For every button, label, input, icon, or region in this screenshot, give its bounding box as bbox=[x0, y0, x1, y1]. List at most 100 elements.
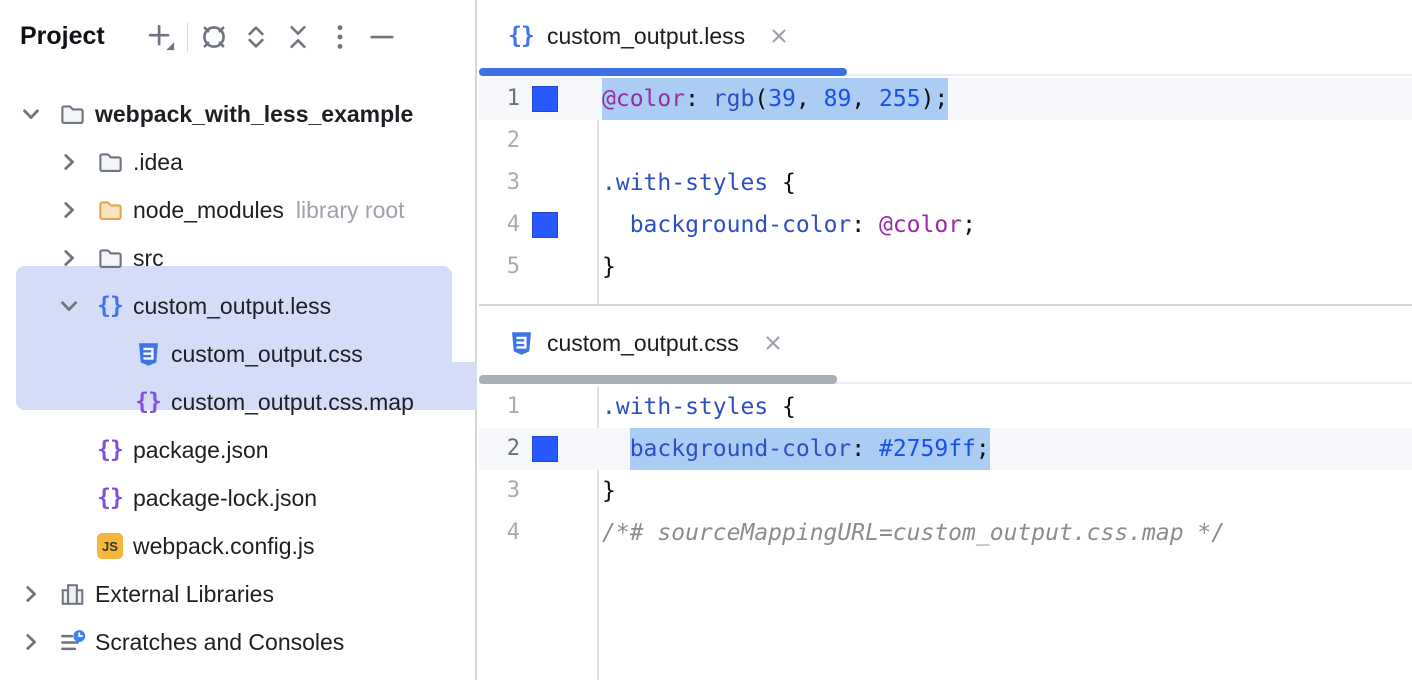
color-swatch[interactable] bbox=[532, 86, 558, 112]
code-line-5[interactable]: 5} bbox=[479, 246, 1412, 288]
chevron-down-icon[interactable] bbox=[56, 292, 96, 320]
plus-button[interactable] bbox=[140, 21, 182, 53]
editor-custom-output-less[interactable]: 1 @color: rgb(39, 89, 255); 2 3 .with-styles… bbox=[479, 78, 1412, 304]
color-swatch[interactable] bbox=[532, 436, 558, 462]
hide-icon bbox=[367, 22, 397, 52]
library-root-label: library root bbox=[295, 196, 405, 223]
braces-purple-icon: {} bbox=[135, 389, 162, 415]
chevron-right-icon[interactable] bbox=[18, 628, 58, 656]
tree-item-custom-output-css[interactable]: custom_output.css bbox=[0, 330, 477, 378]
tab-label: custom_output.less bbox=[547, 22, 746, 49]
code-line-4[interactable]: 4 background-color: @color; bbox=[479, 204, 1412, 246]
chevron-right-icon[interactable] bbox=[18, 580, 58, 608]
code-line-4[interactable]: 4/*# sourceMappingURL=custom_output.css.… bbox=[479, 512, 1412, 554]
color-swatch[interactable] bbox=[532, 212, 558, 238]
line-number: 1 bbox=[506, 86, 520, 111]
tree-item-label: custom_output.less bbox=[133, 292, 332, 319]
folder-orange-icon bbox=[97, 197, 124, 224]
libraries-icon bbox=[59, 581, 86, 608]
editor-custom-output-css[interactable]: 1.with-styles {2 background-color: #2759… bbox=[479, 386, 1412, 680]
chevron-down-icon bbox=[56, 293, 82, 319]
close-icon[interactable] bbox=[767, 24, 791, 48]
expand-all-icon bbox=[241, 22, 271, 52]
chevron-right-icon bbox=[56, 245, 82, 271]
text-selection bbox=[629, 428, 990, 470]
gutter-separator bbox=[597, 78, 599, 304]
tree-item-label: custom_output.css bbox=[171, 340, 363, 367]
code-text: } bbox=[602, 478, 616, 504]
line-number: 3 bbox=[506, 478, 520, 503]
tree-item-label: src bbox=[133, 244, 164, 271]
tree-item-webpack-with-less-example[interactable]: webpack_with_less_example bbox=[0, 90, 477, 138]
code-line-2[interactable]: 2 bbox=[479, 120, 1412, 162]
line-number: 3 bbox=[506, 170, 520, 195]
chevron-right-icon[interactable] bbox=[56, 148, 96, 176]
chevron-down-icon[interactable] bbox=[18, 100, 58, 128]
expand-all-button[interactable] bbox=[235, 21, 277, 53]
chevron-right-icon bbox=[56, 149, 82, 175]
code-text: .with-styles { bbox=[602, 170, 796, 196]
chevron-right-icon[interactable] bbox=[56, 196, 96, 224]
tab-label: custom_output.css bbox=[547, 329, 739, 356]
chevron-spacer bbox=[56, 532, 96, 560]
line-number: 2 bbox=[506, 128, 520, 153]
editor-area: {} custom_output.less 1 @color: rgb(39, 8… bbox=[479, 0, 1412, 680]
editor-split-divider[interactable] bbox=[479, 304, 1412, 306]
chevron-right-icon[interactable] bbox=[56, 244, 96, 272]
tabbar-bottom: custom_output.css bbox=[479, 306, 1412, 384]
tree-item-scratches-and-consoles[interactable]: Scratches and Consoles bbox=[0, 618, 477, 666]
locate-icon bbox=[199, 22, 229, 52]
tree-item-label: custom_output.css.map bbox=[171, 388, 414, 415]
project-toolbar bbox=[140, 21, 403, 53]
code-text: .with-styles { bbox=[602, 394, 796, 420]
collapse-all-button[interactable] bbox=[277, 21, 319, 53]
tree-item-src[interactable]: src bbox=[0, 234, 477, 282]
gutter-separator bbox=[597, 386, 599, 680]
js-icon: JS bbox=[97, 533, 123, 559]
close-icon[interactable] bbox=[761, 331, 785, 355]
line-number: 4 bbox=[506, 212, 520, 237]
tree-selection-extension bbox=[400, 362, 477, 410]
toolbar-separator bbox=[187, 22, 188, 52]
chevron-spacer bbox=[56, 436, 96, 464]
code-text: } bbox=[602, 254, 616, 280]
tree-item-webpack-config-js[interactable]: JS webpack.config.js bbox=[0, 522, 477, 570]
hide-button[interactable] bbox=[361, 21, 403, 53]
code-text: @color: rgb(39, 89, 255); bbox=[602, 86, 949, 112]
collapse-all-icon bbox=[283, 22, 313, 52]
chevron-right-icon bbox=[18, 581, 44, 607]
tree-item-label: webpack.config.js bbox=[133, 532, 315, 559]
tree-item-custom-output-less[interactable]: {} custom_output.less bbox=[0, 282, 477, 330]
tree-item--idea[interactable]: .idea bbox=[0, 138, 477, 186]
braces-blue-icon: {} bbox=[97, 293, 124, 319]
tree-item-label: Scratches and Consoles bbox=[95, 628, 345, 655]
panel-title: Project bbox=[20, 22, 105, 50]
code-text: background-color: @color; bbox=[629, 212, 976, 238]
code-line-3[interactable]: 3 .with-styles { bbox=[479, 162, 1412, 204]
folder-icon bbox=[97, 149, 124, 176]
chevron-spacer bbox=[94, 388, 134, 416]
locate-button[interactable] bbox=[193, 21, 235, 53]
tree-item-custom-output-css-map[interactable]: {} custom_output.css.map bbox=[0, 378, 477, 426]
tree-item-package-json[interactable]: {}package.json bbox=[0, 426, 477, 474]
tree-selection bbox=[16, 266, 452, 410]
line-number: 5 bbox=[506, 254, 520, 279]
code-text: /*# sourceMappingURL=custom_output.css.m… bbox=[602, 520, 1226, 546]
code-line-2[interactable]: 2 background-color: #2759ff; bbox=[479, 428, 1412, 470]
tab-custom-output-less[interactable]: {} custom_output.less bbox=[479, 0, 817, 72]
css-icon bbox=[135, 341, 162, 368]
tree-item-package-lock-json[interactable]: {}package-lock.json bbox=[0, 474, 477, 522]
tree-item-label: package.json bbox=[133, 436, 269, 463]
more-button[interactable] bbox=[319, 21, 361, 53]
tree-item-external-libraries[interactable]: External Libraries bbox=[0, 570, 477, 618]
code-line-3[interactable]: 3} bbox=[479, 470, 1412, 512]
code-line-1[interactable]: 1 @color: rgb(39, 89, 255); bbox=[479, 78, 1412, 120]
braces-blue-icon: {} bbox=[508, 23, 535, 49]
chevron-spacer bbox=[94, 340, 134, 368]
chevron-spacer bbox=[56, 484, 96, 512]
tab-custom-output-css[interactable]: custom_output.css bbox=[479, 306, 811, 380]
code-line-1[interactable]: 1.with-styles { bbox=[479, 386, 1412, 428]
css-icon bbox=[508, 330, 535, 357]
